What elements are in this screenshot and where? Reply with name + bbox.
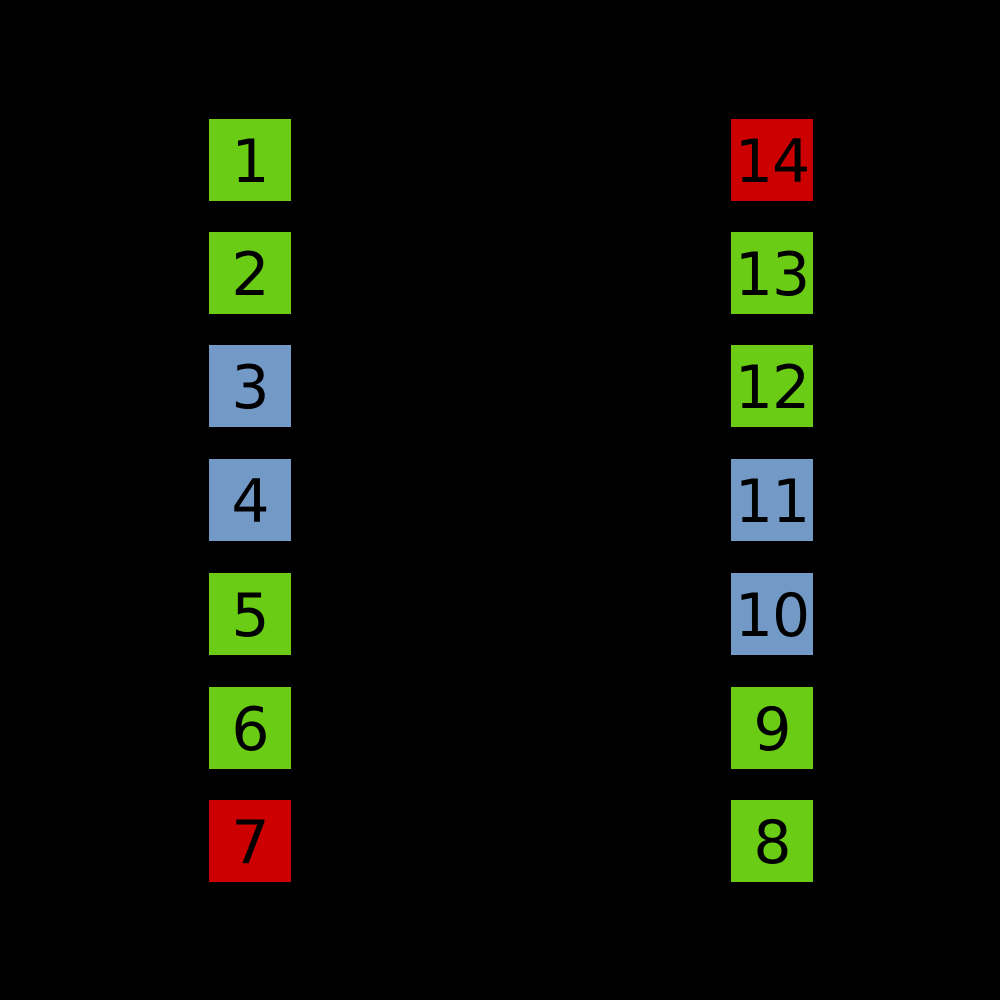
- pin-square-8: 8: [731, 800, 813, 882]
- pin-number: 2: [231, 240, 269, 310]
- pin-number: 10: [734, 581, 810, 651]
- pin-square-2: 2: [209, 232, 291, 314]
- pin-square-9: 9: [731, 687, 813, 769]
- pin-square-13: 13: [731, 232, 813, 314]
- pin-square-12: 12: [731, 345, 813, 427]
- pin-number: 12: [734, 353, 810, 423]
- pin-number: 7: [231, 808, 269, 878]
- pin-square-1: 1: [209, 119, 291, 201]
- pin-square-4: 4: [209, 459, 291, 541]
- pin-square-5: 5: [209, 573, 291, 655]
- pin-square-7: 7: [209, 800, 291, 882]
- pin-number: 6: [231, 695, 269, 765]
- pin-square-6: 6: [209, 687, 291, 769]
- pin-number: 14: [734, 127, 810, 197]
- pin-number: 1: [231, 127, 269, 197]
- pin-number: 4: [231, 467, 269, 537]
- pin-square-14: 14: [731, 119, 813, 201]
- pin-square-10: 10: [731, 573, 813, 655]
- pin-number: 9: [753, 695, 791, 765]
- pin-square-3: 3: [209, 345, 291, 427]
- pin-number: 11: [734, 467, 810, 537]
- pin-number: 8: [753, 808, 791, 878]
- pin-square-11: 11: [731, 459, 813, 541]
- pin-number: 5: [231, 581, 269, 651]
- pin-number: 3: [231, 353, 269, 423]
- pin-number: 13: [734, 240, 810, 310]
